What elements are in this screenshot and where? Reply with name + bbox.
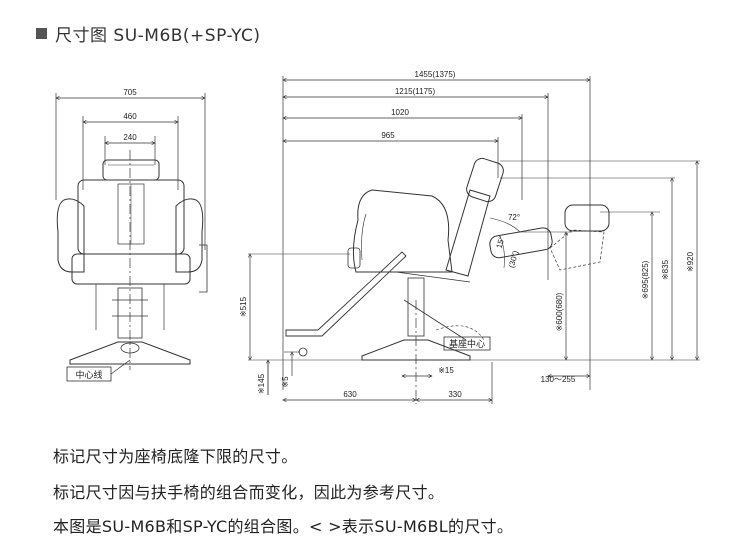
note-line-3: 本图是SU-M6B和SP-YC的组合图。< >表示SU-M6BL的尺寸。 — [53, 517, 514, 536]
side-vertical-dimensions — [250, 161, 697, 395]
dim-835-label: ※835 — [661, 259, 670, 280]
front-seat — [71, 253, 191, 285]
base-center-label: 基座中心 — [449, 338, 485, 349]
dim-515-label: ※515 — [239, 296, 248, 317]
side-headrest — [466, 157, 504, 203]
note-line-2: 标记尺寸因与扶手椅的组合而变化，因此为参考尺寸。 — [53, 483, 445, 502]
side-base — [361, 339, 471, 361]
diagram-header: 尺寸图 SU-M6B(+SP-YC) — [36, 20, 261, 46]
square-bullet-icon — [36, 27, 47, 39]
dim-920-label: ※920 — [686, 251, 695, 272]
dim-600-label: ※600(680) — [555, 292, 564, 331]
front-column — [117, 287, 143, 339]
angle-72-label: 72° — [508, 213, 520, 222]
dim-5-label: ※5 — [281, 376, 290, 388]
base-center-label-box — [443, 336, 491, 351]
dim-130-255-label: 130～255 — [541, 375, 576, 384]
side-column — [407, 277, 425, 337]
dim-1020-label: 1020 — [391, 108, 409, 117]
side-legrest-extended — [489, 227, 553, 259]
side-bottom-dimensions — [283, 300, 590, 404]
dim-705-label: 705 — [123, 88, 137, 97]
dim-630-label: 630 — [343, 390, 357, 399]
dim-1215-label: 1215(1175) — [395, 87, 436, 96]
side-top-dimension-lines — [283, 76, 590, 390]
dim-695-label: ※695(825) — [641, 260, 650, 299]
front-base — [69, 341, 191, 365]
front-headrest — [102, 159, 160, 181]
side-height-references — [248, 160, 700, 395]
dim-240-label: 240 — [123, 133, 137, 142]
dim-1455-label: 1455(1375) — [415, 70, 456, 79]
side-backrest — [445, 189, 491, 277]
front-right-armrest — [175, 198, 204, 273]
front-dimension-texts: 705 460 240 中心线 — [75, 88, 137, 380]
dim-965-label: 965 — [381, 131, 395, 140]
dim-145-label: ※145 — [257, 373, 266, 394]
side-legrest-top — [564, 204, 610, 232]
side-dimension-texts: 1455(1375) 1215(1175) 1020 965 72° 15° (… — [239, 70, 695, 399]
front-view — [56, 93, 208, 382]
page-title: 尺寸图 SU-M6B(+SP-YC) — [55, 25, 261, 46]
dim-460-label: 460 — [123, 112, 137, 121]
angle-15-label: 15° — [495, 235, 507, 249]
center-line-label: 中心线 — [75, 369, 102, 380]
angle-30-label: (30°) — [507, 249, 520, 268]
side-view — [248, 76, 700, 404]
dim-330-label: 330 — [448, 390, 462, 399]
side-seat-body — [352, 189, 453, 273]
front-left-armrest — [56, 198, 85, 273]
side-footrest-bar — [285, 251, 407, 337]
dim-15-label: ※15 — [438, 366, 454, 375]
note-line-1: 标记尺寸为座椅底隆下限的尺寸。 — [53, 447, 298, 466]
front-dimension-lines — [56, 93, 205, 370]
